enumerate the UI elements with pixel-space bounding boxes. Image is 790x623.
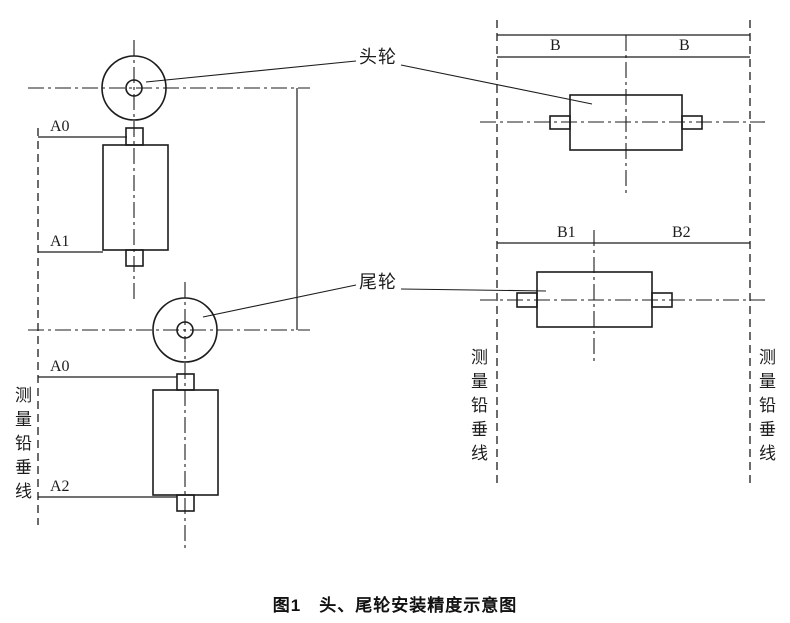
- tail-wheel-label: 尾轮: [359, 272, 397, 292]
- dim-label-a0-bottom: A0: [50, 358, 70, 375]
- plumb-line-text-mid: 测量铅垂线: [468, 348, 487, 468]
- dim-label-a0-top: A0: [50, 118, 70, 135]
- head-wheel-label: 头轮: [359, 47, 397, 67]
- figure-caption: 图1 头、尾轮安装精度示意图: [272, 596, 518, 615]
- dim-label-b2: B2: [672, 224, 691, 241]
- plumb-line-text-right: 测量铅垂线: [756, 348, 775, 468]
- leader-lines: [145, 60, 593, 318]
- dim-label-b1: B1: [557, 224, 576, 241]
- plumb-line-text-left: 测量铅垂线: [12, 386, 31, 506]
- center-lines: [28, 35, 765, 548]
- dim-label-b-left: B: [550, 37, 561, 54]
- dim-label-b-right: B: [679, 37, 690, 54]
- dimension-lines: [38, 34, 750, 498]
- dim-label-a1: A1: [50, 233, 70, 250]
- plumb-lines: [37, 20, 751, 525]
- dim-label-a2: A2: [50, 478, 70, 495]
